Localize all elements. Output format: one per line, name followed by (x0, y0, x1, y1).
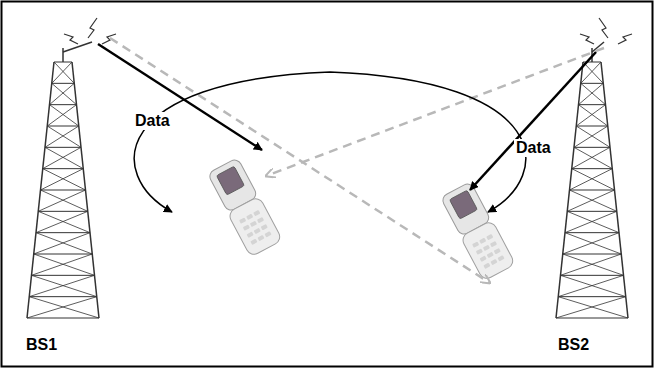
phones (207, 157, 516, 281)
phone-symbol (207, 157, 283, 257)
data-arrow (98, 44, 262, 150)
station-label: BS1 (24, 336, 59, 354)
phone-symbol (440, 181, 516, 281)
interference-arrow (266, 48, 604, 176)
data-label: Data (514, 139, 553, 157)
station-label: BS2 (556, 336, 591, 354)
interference-arrow (110, 38, 490, 283)
towers (27, 18, 632, 318)
data-label: Data (133, 112, 172, 130)
coordination-arc (134, 72, 526, 212)
tower-symbol (27, 18, 116, 318)
data-arrow (470, 52, 596, 190)
tower-symbol (556, 18, 632, 318)
